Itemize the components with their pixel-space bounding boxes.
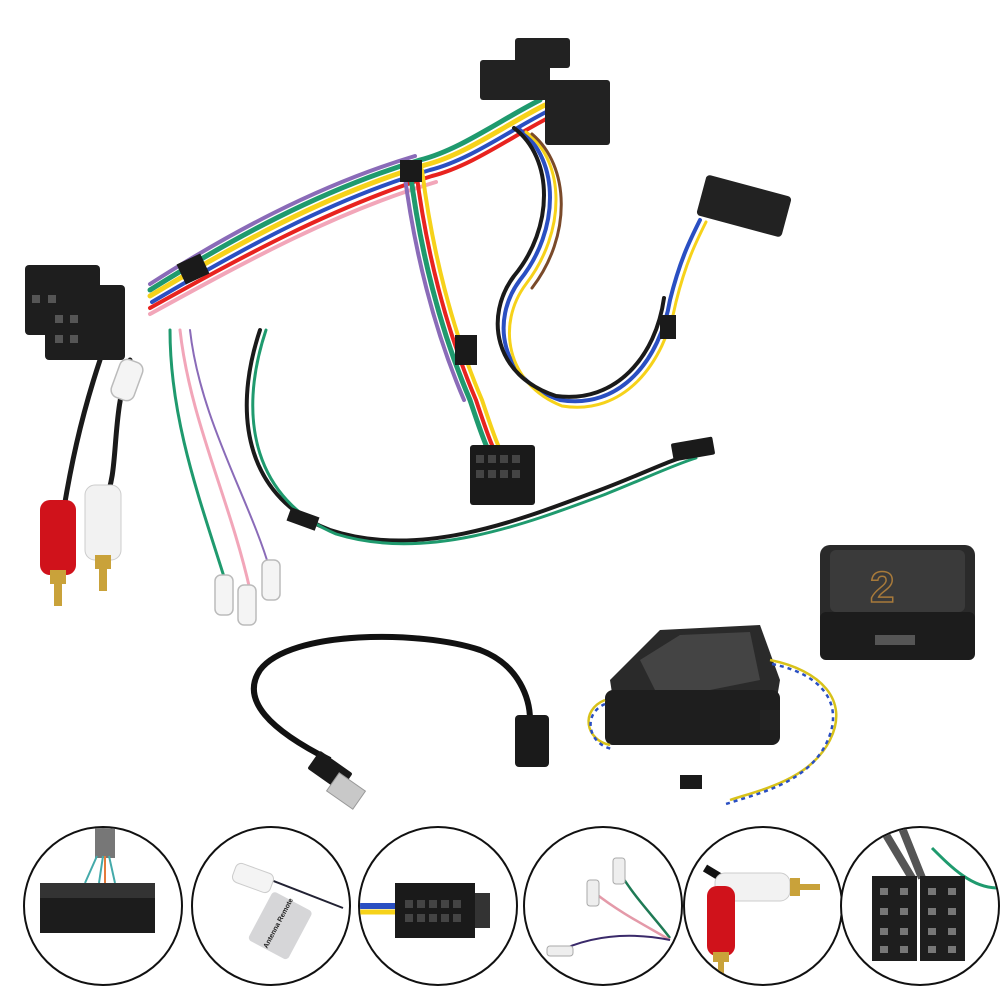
vehicle-connector-detail <box>23 826 183 986</box>
iso-connector-detail <box>840 826 1000 986</box>
16pin-connector-detail <box>358 826 518 986</box>
rca-plugs-detail <box>683 826 843 986</box>
spade-terminals-detail <box>523 826 683 986</box>
mount-box-shape <box>605 625 780 789</box>
antenna-remote-detail: Antenna Remote <box>191 826 351 986</box>
interface-box-shape: 2 <box>820 545 975 660</box>
iso-connector-shape <box>25 265 125 360</box>
svg-text:2: 2 <box>870 563 894 612</box>
